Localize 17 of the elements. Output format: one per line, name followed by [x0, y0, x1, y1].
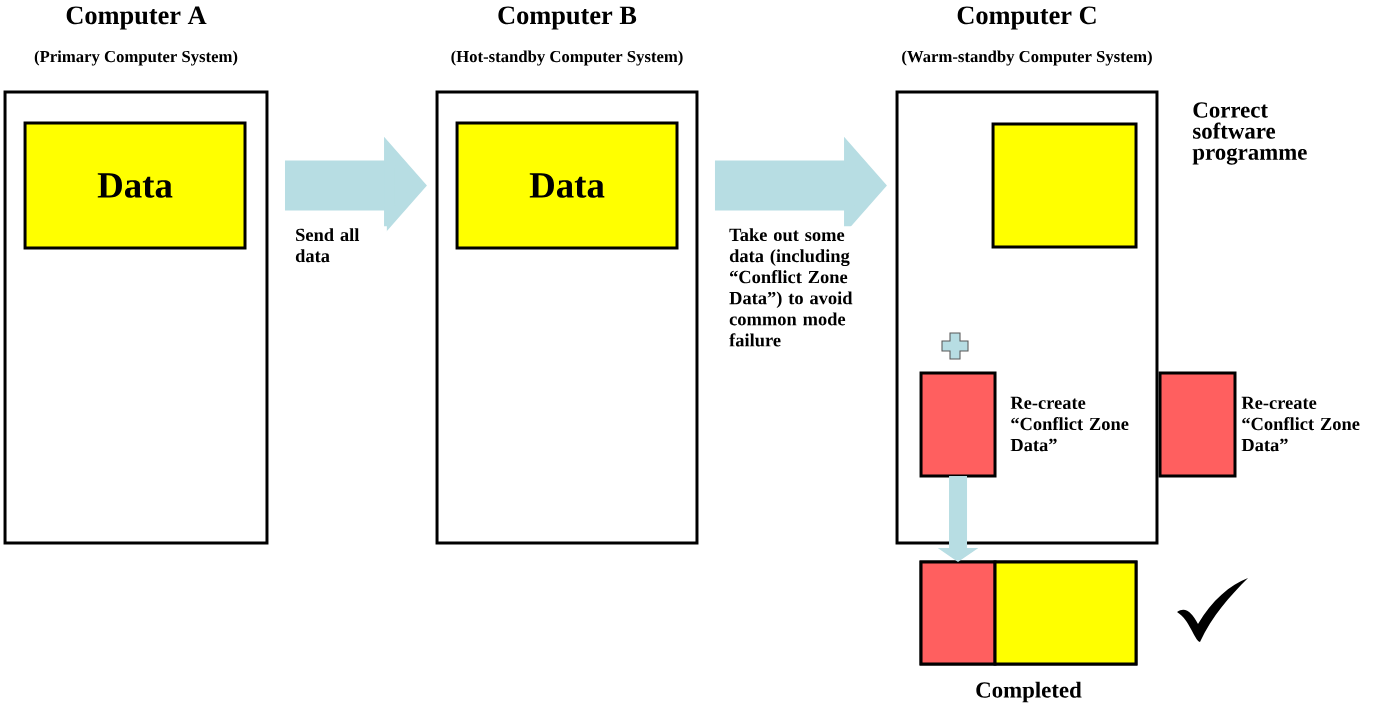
data-block	[991, 122, 1138, 249]
result-caption: Completed	[976, 681, 1082, 703]
computer-title: Computer C	[957, 6, 1096, 30]
computer-title: Computer A	[66, 6, 207, 30]
data-box: Data	[455, 121, 679, 250]
data-box: Data	[23, 121, 247, 250]
edge-label: Send all data	[293, 226, 387, 264]
computer-subtitle: (Warm-standby Computer System)	[902, 50, 1152, 66]
block-caption: Re-create “Conflict Zone Data”	[1010, 396, 1129, 452]
data-block	[919, 560, 997, 666]
data-block	[993, 560, 1138, 666]
computer-subtitle: (Hot-standby Computer System)	[451, 50, 683, 66]
edge-label: Take out some data (including “Conflict Zone Data”) to avoid common mode failure	[727, 226, 879, 349]
side-note: Correct software programme	[1192, 102, 1307, 165]
computer-title: Computer B	[498, 6, 637, 30]
block-caption: Re-create “Conflict Zone Data”	[1241, 396, 1360, 452]
computer-subtitle: (Primary Computer System)	[34, 50, 238, 66]
